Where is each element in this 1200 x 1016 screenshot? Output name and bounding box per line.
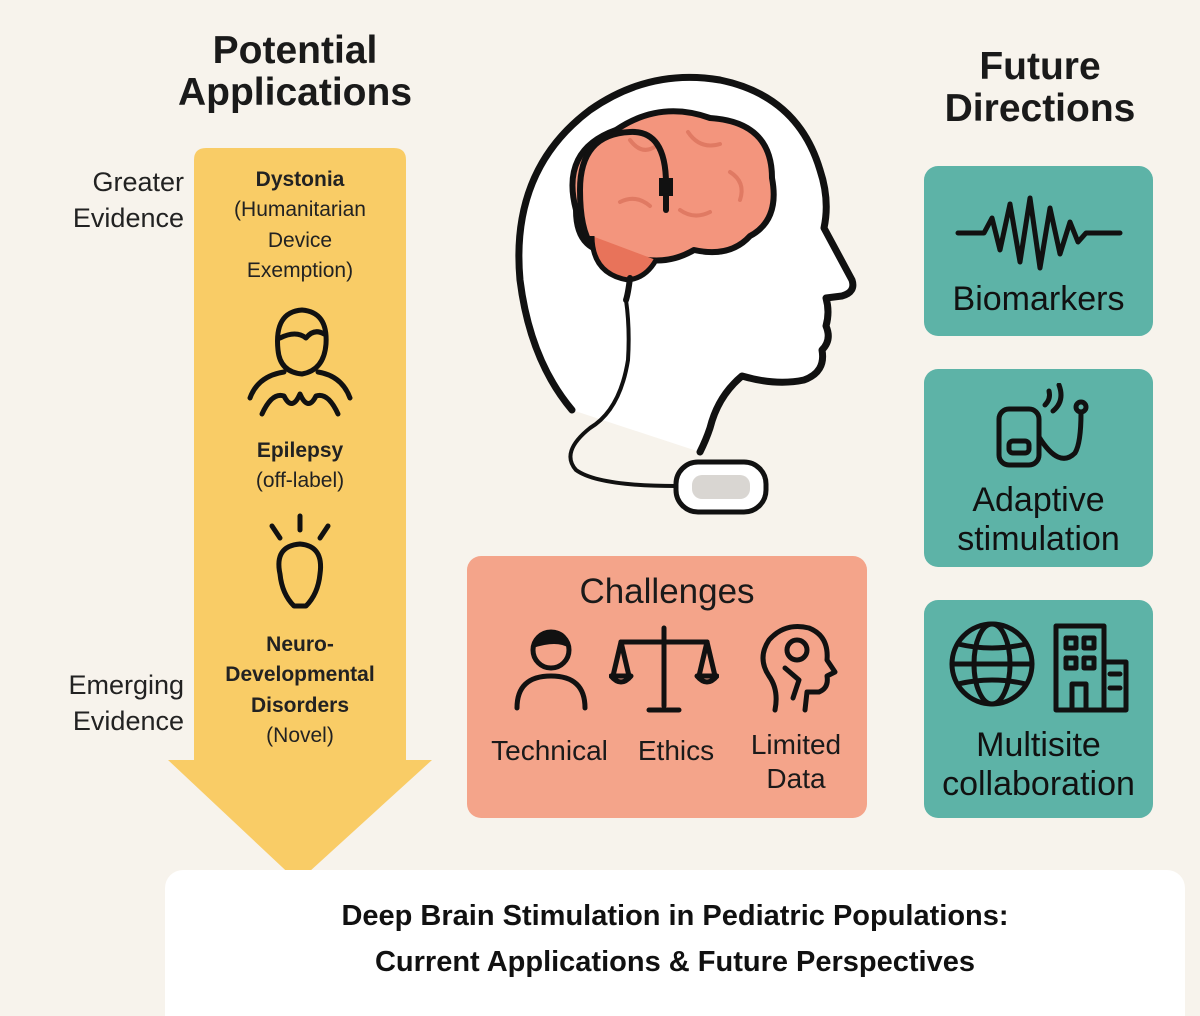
greater-evidence-label: Greater Evidence	[72, 167, 184, 233]
scales-icon	[609, 625, 719, 713]
footer-title-line2: Current Applications & Future Perspectiv…	[374, 946, 975, 978]
stimulator-device-icon	[996, 383, 1088, 468]
future-directions-title: Future Directions	[944, 45, 1136, 131]
child-icon	[247, 307, 353, 417]
limited-data-label: Limited Data	[750, 729, 842, 795]
footer-title-line1: Deep Brain Stimulation in Pediatric Popu…	[341, 900, 1009, 932]
potential-applications-title: Potential Applications	[177, 29, 413, 115]
adaptive-stimulation-label: Adaptive stimulation	[957, 481, 1120, 558]
head-brain-dbs-icon	[515, 73, 857, 515]
technical-label: Technical	[491, 735, 608, 766]
globe-building-icon	[949, 621, 1128, 713]
epilepsy-item: Epilepsy (off-label)	[255, 439, 345, 493]
challenges-title: Challenges	[579, 572, 755, 611]
dystonia-item: Dystonia (Humanitarian Device Exemption)	[234, 168, 366, 283]
multisite-collaboration-card: Multisite collaboration	[924, 600, 1153, 818]
challenges-panel: Challenges Technical Ethics	[467, 556, 867, 818]
neurodevelopmental-item: Neuro- Developmental Disorders (Novel)	[225, 633, 375, 748]
adaptive-stimulation-card: Adaptive stimulation	[924, 369, 1153, 567]
footer-title-banner: Deep Brain Stimulation in Pediatric Popu…	[165, 870, 1185, 1016]
multisite-collaboration-label: Multisite collaboration	[942, 726, 1135, 803]
waveform-icon	[955, 195, 1122, 271]
head-profile-icon	[760, 624, 838, 713]
biomarkers-label: Biomarkers	[952, 280, 1125, 318]
emerging-evidence-label: Emerging Evidence	[68, 670, 184, 736]
ethics-label: Ethics	[637, 735, 715, 766]
alert-head-icon	[269, 513, 331, 609]
person-icon	[514, 629, 588, 711]
biomarkers-card: Biomarkers	[924, 166, 1153, 336]
